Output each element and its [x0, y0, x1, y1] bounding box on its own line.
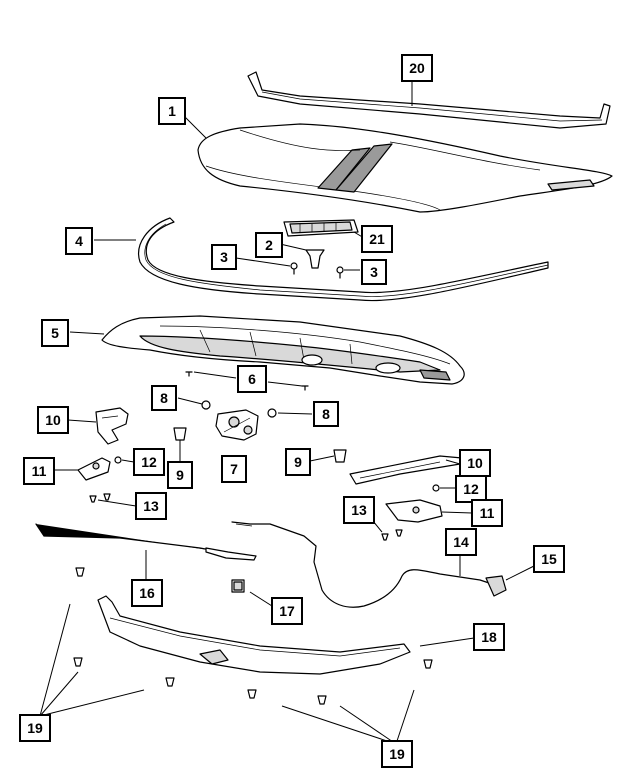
callout-2-label: 2: [265, 237, 273, 253]
callout-18-label: 18: [481, 629, 497, 645]
callout-3b-label: 3: [370, 264, 378, 280]
part-5-inner-panel: [101, 315, 465, 385]
part-18-insulator: [97, 595, 411, 675]
callout-10a: 10: [37, 406, 69, 434]
callout-19a: 19: [19, 714, 51, 742]
callout-9a-label: 9: [176, 467, 184, 483]
callout-11a-label: 11: [32, 463, 47, 479]
part-11-right-hinge: [385, 499, 443, 523]
callout-10b: 10: [459, 449, 491, 477]
callout-19b: 19: [381, 740, 413, 768]
callout-14-label: 14: [453, 534, 469, 550]
part-21-striker: [283, 219, 359, 237]
callout-13b-label: 13: [351, 502, 367, 518]
part-12-right-bolt: [432, 484, 440, 492]
callout-7: 7: [221, 455, 247, 483]
callout-17: 17: [271, 597, 303, 625]
part-20-hood-seal: [247, 71, 611, 129]
callout-1: 1: [158, 97, 186, 125]
callout-8b: 8: [313, 401, 339, 427]
callout-16: 16: [131, 579, 163, 607]
part-14-release-cable: [231, 521, 507, 608]
callout-12b: 12: [455, 475, 487, 503]
callout-18: 18: [473, 623, 505, 651]
callout-13a-label: 13: [143, 498, 159, 514]
callout-8a-label: 8: [160, 390, 168, 406]
part-7-latch: [215, 409, 259, 441]
callout-5-label: 5: [51, 325, 59, 341]
part-3-clips: [290, 262, 344, 279]
callout-8a: 8: [151, 385, 177, 411]
callout-5: 5: [41, 319, 69, 347]
callout-2: 2: [255, 232, 283, 258]
callout-21-label: 21: [369, 231, 385, 247]
callout-4-label: 4: [75, 233, 83, 249]
part-13-left-screws: [89, 493, 111, 503]
callout-8b-label: 8: [322, 406, 330, 422]
part-6-screws: [185, 371, 309, 391]
callout-21: 21: [361, 225, 393, 253]
callout-20-label: 20: [409, 60, 425, 76]
callout-15-label: 15: [541, 551, 557, 567]
callout-12b-label: 12: [463, 481, 479, 497]
part-11-left-hinge: [77, 457, 111, 481]
callout-3b: 3: [361, 259, 387, 285]
callout-15: 15: [533, 545, 565, 573]
callout-11b-label: 11: [480, 505, 495, 521]
callout-9b: 9: [285, 448, 311, 476]
callout-4: 4: [65, 227, 93, 255]
callout-12a-label: 12: [141, 454, 157, 470]
callout-6: 6: [237, 365, 267, 393]
part-10-left-bracket: [95, 407, 129, 445]
callout-12a: 12: [133, 448, 165, 476]
callout-7-label: 7: [230, 461, 238, 477]
callout-13a: 13: [135, 492, 167, 520]
part-10-right-bracket: [349, 455, 463, 485]
callout-6-label: 6: [248, 371, 256, 387]
callout-9a: 9: [167, 461, 193, 489]
part-12-left-bolt: [114, 456, 122, 464]
part-1-hood-panel: [197, 123, 613, 213]
part-4-perimeter-seal: [138, 217, 549, 302]
callout-19b-label: 19: [389, 746, 405, 762]
callout-3a: 3: [211, 244, 237, 270]
callout-19a-label: 19: [27, 720, 43, 736]
callout-10b-label: 10: [467, 455, 483, 471]
callout-20: 20: [401, 54, 433, 82]
callout-3a-label: 3: [220, 249, 228, 265]
callout-9b-label: 9: [294, 454, 302, 470]
callout-11a: 11: [23, 457, 55, 485]
part-9-bumpers: [173, 427, 347, 463]
callout-13b: 13: [343, 496, 375, 524]
callout-14: 14: [445, 528, 477, 556]
part-8-nuts: [201, 400, 277, 418]
leader-lines: [39, 80, 535, 745]
part-19-push-pins: [73, 567, 433, 705]
callout-10a-label: 10: [45, 412, 61, 428]
part-16-prop-rod: [35, 523, 257, 561]
part-17-release-handle: [231, 579, 245, 593]
callout-17-label: 17: [279, 603, 295, 619]
callout-11b: 11: [471, 499, 503, 527]
part-2-bumper: [305, 249, 325, 269]
callout-1-label: 1: [168, 103, 176, 119]
callout-16-label: 16: [139, 585, 155, 601]
part-13-right-screws: [381, 529, 403, 541]
